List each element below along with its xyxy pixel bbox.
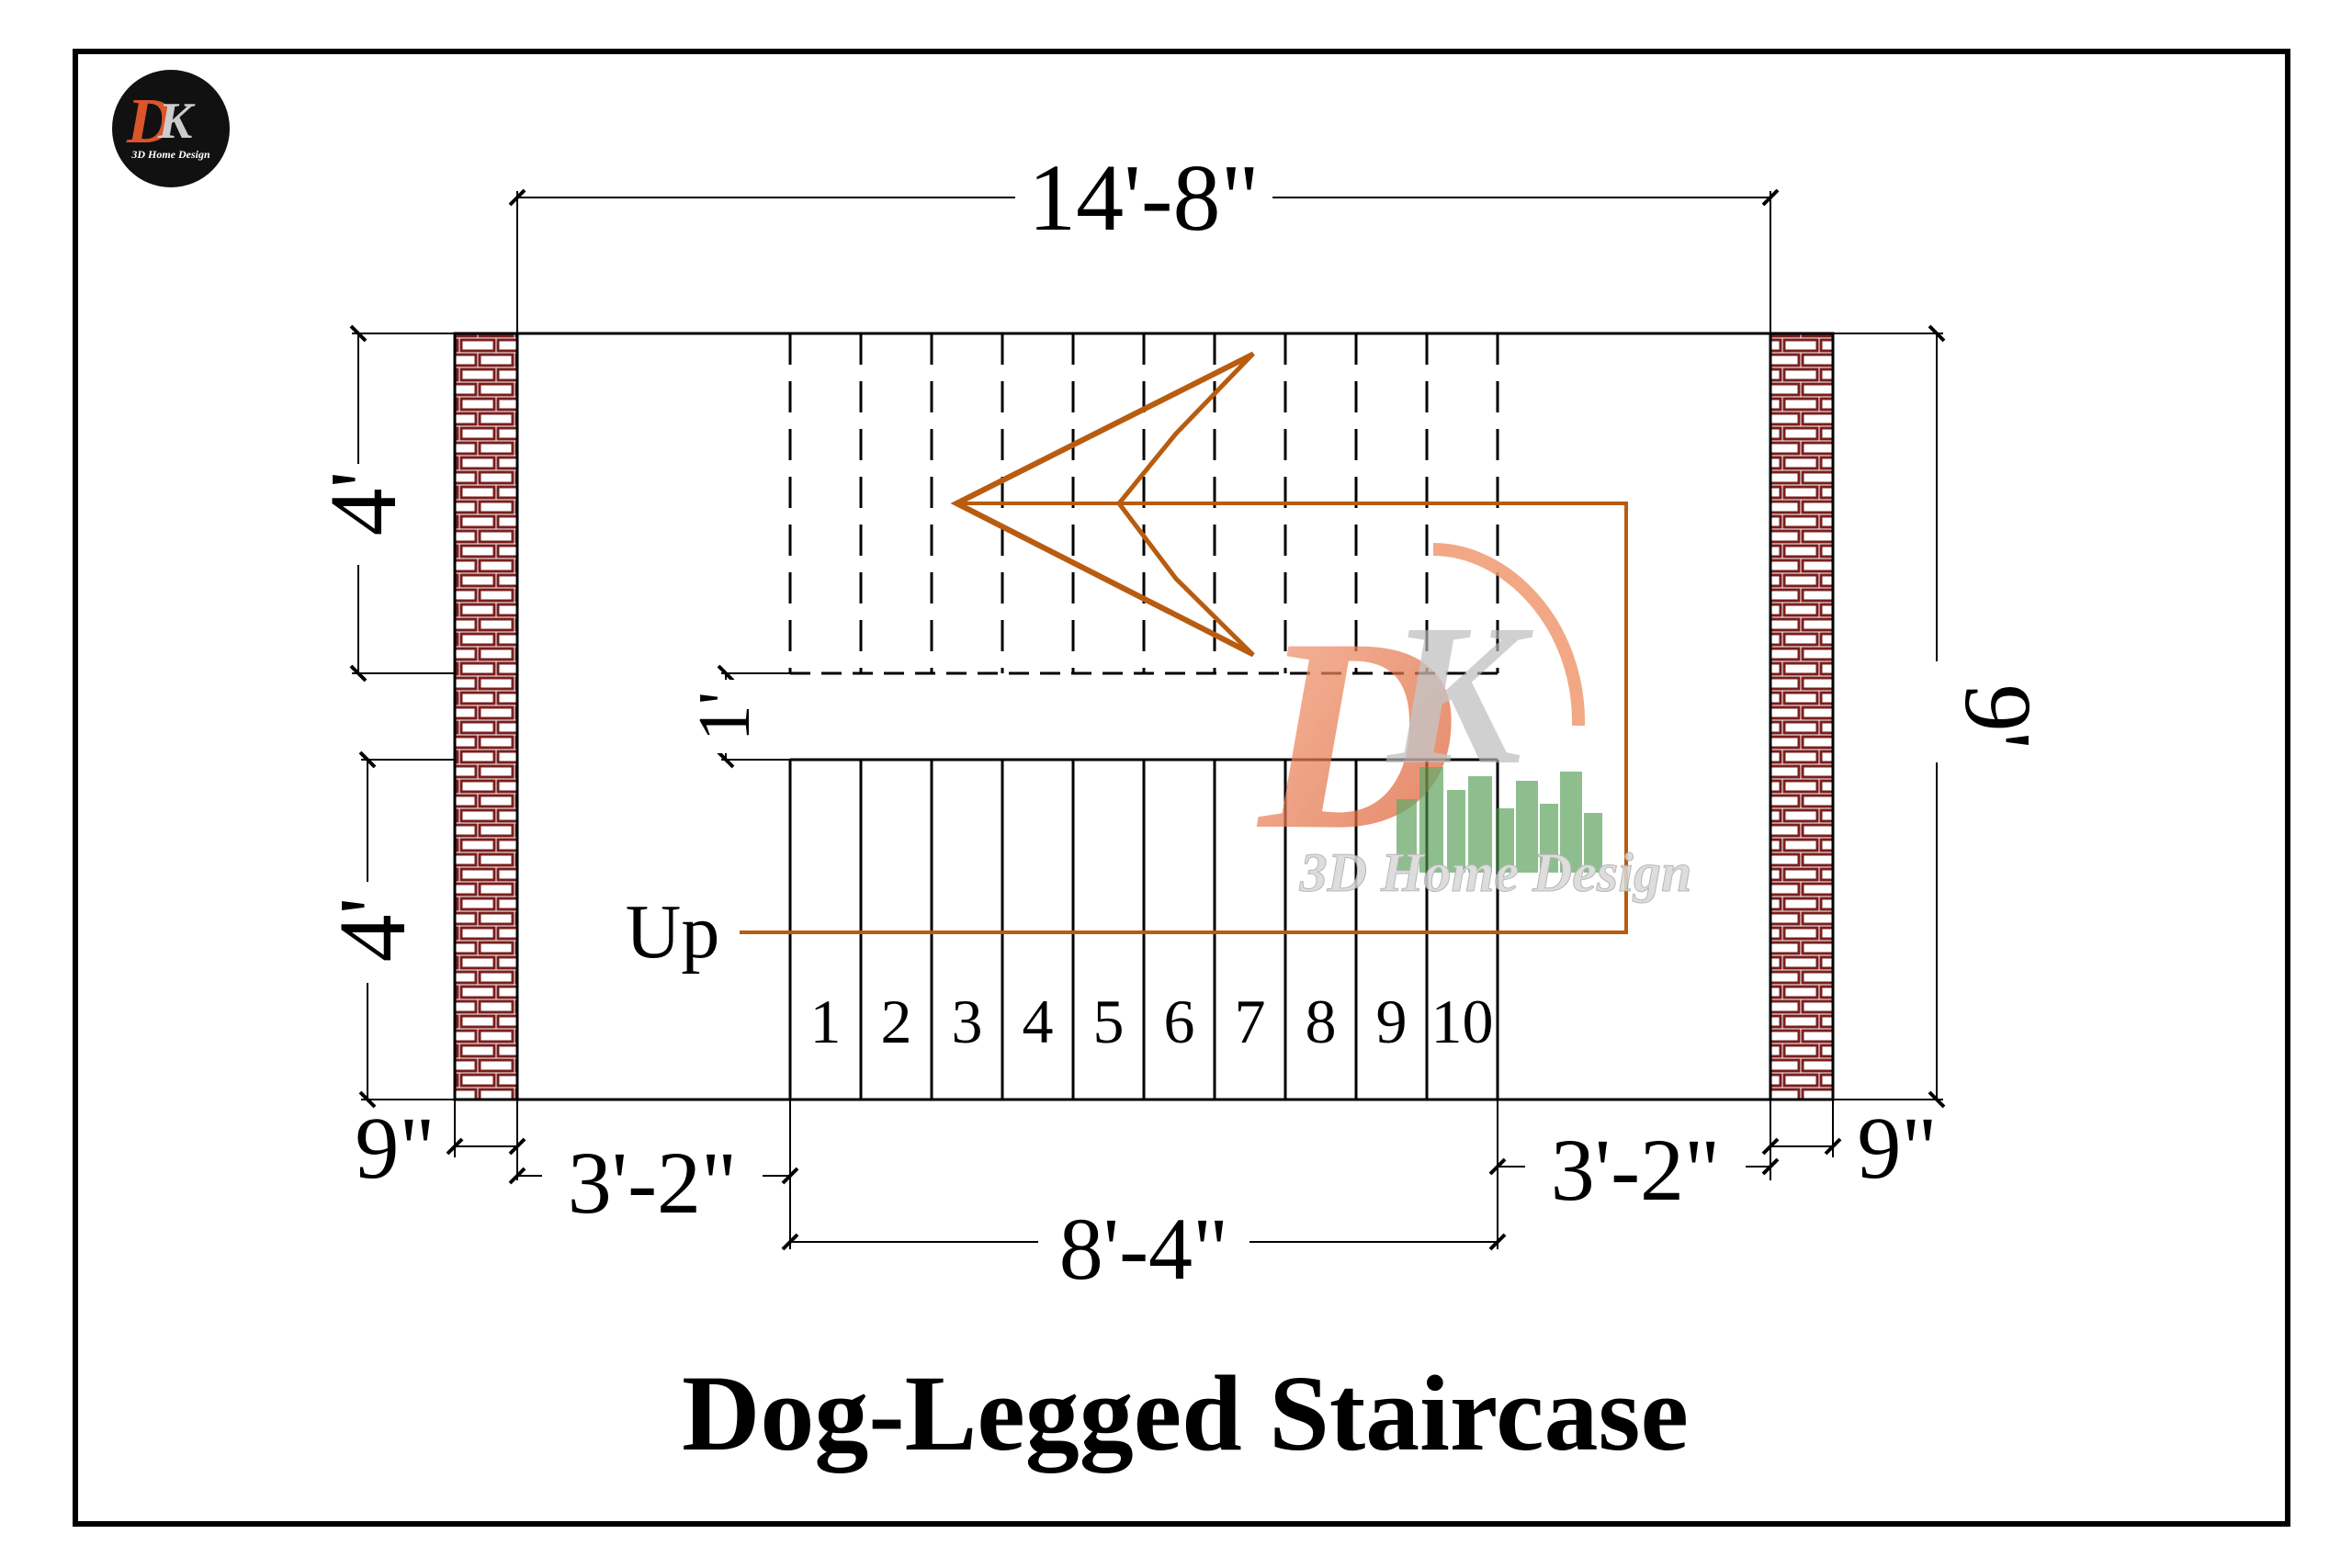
- step-number: 1: [810, 987, 842, 1056]
- logo-small-text: 3D Home Design: [130, 148, 210, 161]
- direction-arrowhead-icon: [950, 351, 1255, 658]
- left-brick-wall: [453, 332, 519, 1101]
- dim-wall-right: 9": [1857, 1099, 1937, 1197]
- step-number: 8: [1306, 987, 1337, 1056]
- step-number: 10: [1431, 987, 1494, 1056]
- step-number: 4: [1023, 987, 1054, 1056]
- dim-landing-left: 3'-2": [568, 1134, 737, 1232]
- step-number: 6: [1164, 987, 1195, 1056]
- dim-overall-depth: 9': [1945, 684, 2051, 750]
- logo-letter-d: D: [126, 86, 174, 157]
- dim-landing-right: 3'-2": [1551, 1121, 1720, 1219]
- dim-flight-length: 8'-4": [1059, 1200, 1228, 1298]
- diagram-title: Dog-Legged Staircase: [682, 1353, 1689, 1473]
- step-number: 2: [881, 987, 912, 1056]
- watermark-logo: D K 3D Home Design: [1254, 543, 1692, 904]
- dim-wall-left: 9": [355, 1099, 435, 1197]
- logo-letter-k: K: [157, 93, 196, 150]
- dim-upper-flight-width: 4': [311, 471, 416, 536]
- drawing-border: [73, 49, 2290, 1527]
- watermark-text: 3D Home Design: [1299, 842, 1692, 903]
- dimension-lines: [349, 188, 1946, 1251]
- dimension-labels: 14'-8" 9' 4' 4' 1' 9" 9" 3'-2" 3'-2" 8'-…: [311, 145, 2051, 1298]
- step-number: 9: [1376, 987, 1408, 1056]
- dim-overall-width: 14'-8": [1028, 145, 1260, 251]
- watermark-letter-k: K: [1385, 582, 1533, 807]
- dim-gap: 1': [684, 692, 765, 741]
- watermark-buildings-icon: [1396, 767, 1602, 873]
- step-number: 7: [1235, 987, 1266, 1056]
- direction-label: Up: [626, 889, 720, 975]
- logo-badge-icon: [112, 70, 230, 187]
- dim-lower-flight-width: 4': [320, 897, 425, 963]
- step-number: 5: [1093, 987, 1125, 1056]
- right-brick-wall: [1769, 332, 1835, 1101]
- step-number: 3: [952, 987, 983, 1056]
- walking-line: [740, 502, 1628, 934]
- corner-logo: D K 3D Home Design: [112, 70, 230, 187]
